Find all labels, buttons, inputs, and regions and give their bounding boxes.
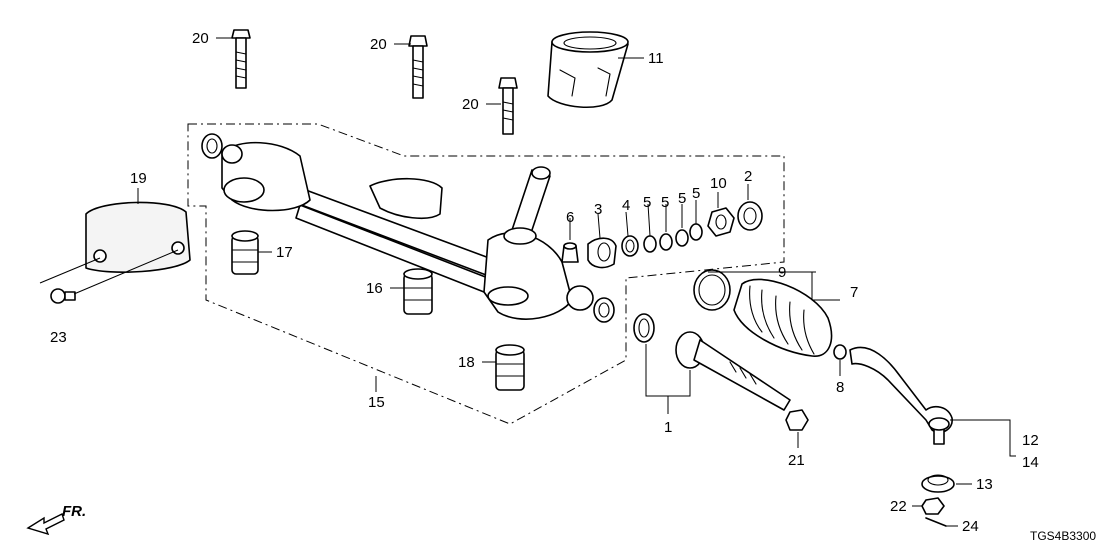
callout-8: 8 [836, 379, 844, 396]
bolt-23[interactable] [50, 288, 76, 304]
callout-9: 9 [778, 264, 786, 281]
clamp-8[interactable] [833, 344, 847, 360]
callout-17: 17 [276, 244, 293, 261]
callout-6: 6 [566, 209, 574, 226]
callout-23: 23 [50, 329, 67, 346]
callout-3: 3 [594, 201, 602, 218]
callout-20c: 20 [462, 96, 479, 113]
callout-16: 16 [366, 280, 383, 297]
callout-11: 11 [648, 50, 664, 67]
callout-20a: 20 [192, 30, 209, 47]
tie-rod-1[interactable] [675, 331, 791, 411]
callout-20b: 20 [370, 36, 387, 53]
callout-24: 24 [962, 518, 979, 535]
callout-5d: 5 [692, 185, 700, 202]
callout-4: 4 [622, 197, 630, 214]
washer-5d[interactable] [689, 223, 703, 241]
bushing-16[interactable] [403, 268, 433, 315]
washer-5a[interactable] [643, 235, 657, 253]
callout-19: 19 [130, 170, 147, 187]
callout-12: 12 [1022, 432, 1039, 449]
callout-21: 21 [788, 452, 805, 469]
callout-5b: 5 [661, 194, 669, 211]
callout-15: 15 [368, 394, 385, 411]
callout-18: 18 [458, 354, 475, 371]
bolt-20-left[interactable] [231, 29, 251, 89]
boot-7[interactable] [733, 278, 833, 357]
callout-2: 2 [744, 168, 752, 185]
seal-ring-1[interactable] [633, 313, 655, 343]
callout-1: 1 [664, 419, 672, 436]
bolt-20-center[interactable] [408, 35, 428, 99]
nut-21[interactable] [785, 409, 809, 431]
nut-10[interactable] [707, 207, 735, 237]
washer-5c[interactable] [675, 229, 689, 247]
callout-22: 22 [890, 498, 907, 515]
seal-right[interactable] [593, 297, 615, 323]
washer-5b[interactable] [659, 233, 673, 251]
housing-sleeve-11[interactable] [547, 31, 629, 109]
bushing-18[interactable] [495, 344, 525, 391]
part-3[interactable] [587, 237, 617, 269]
bushing-17[interactable] [231, 230, 259, 275]
callout-13: 13 [976, 476, 993, 493]
dust-seal-13[interactable] [921, 474, 955, 493]
diagram-code: TGS4B3300 [1030, 529, 1096, 543]
front-direction-label: FR. [62, 503, 86, 520]
callout-5c: 5 [678, 190, 686, 207]
part-6[interactable] [561, 242, 579, 263]
heat-shield-19[interactable] [85, 201, 191, 273]
cotter-pin-24[interactable] [925, 517, 947, 527]
callout-5a: 5 [643, 194, 651, 211]
nut-22[interactable] [921, 497, 945, 515]
bushing-2[interactable] [737, 201, 763, 231]
ring-4[interactable] [621, 235, 639, 257]
assembly-boundary [187, 123, 785, 425]
steering-gearbox-15[interactable] [221, 141, 594, 320]
callout-14: 14 [1022, 454, 1039, 471]
callout-7: 7 [850, 284, 858, 301]
seal-left[interactable] [201, 133, 223, 159]
bolt-20-right[interactable] [498, 77, 518, 135]
tie-rod-end-12[interactable] [849, 346, 953, 445]
front-direction-arrow-icon [26, 513, 65, 536]
callout-10: 10 [710, 175, 727, 192]
leader-lines [137, 37, 1016, 527]
